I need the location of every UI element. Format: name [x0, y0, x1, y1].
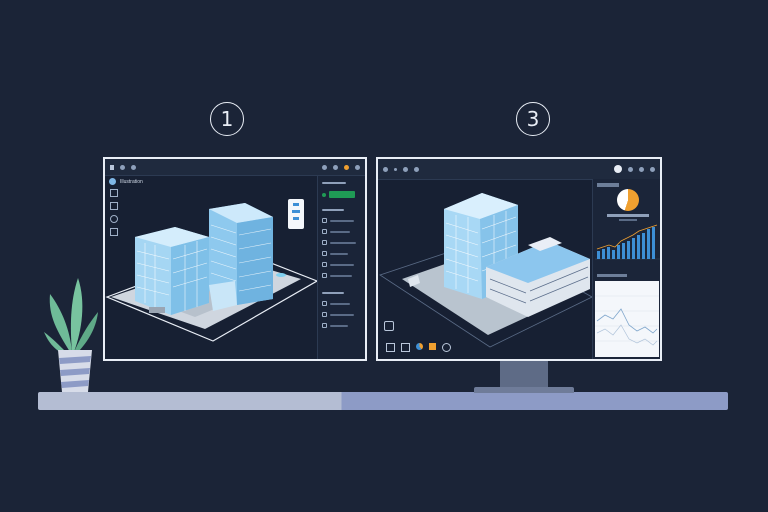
property-row[interactable] — [318, 309, 365, 320]
monitor-stand-base — [474, 387, 574, 393]
chart-legend-label — [607, 214, 649, 217]
cube-icon[interactable] — [110, 202, 118, 210]
app-logo-icon — [109, 178, 116, 185]
bar-chart-icon — [595, 224, 660, 260]
eye-icon[interactable] — [110, 215, 118, 223]
layers-icon[interactable] — [110, 189, 118, 197]
property-row[interactable] — [318, 298, 365, 309]
property-row[interactable] — [318, 259, 365, 270]
left-app-header: Illustration — [109, 178, 143, 185]
user-avatar[interactable] — [614, 165, 622, 173]
right-app-toolbar — [378, 159, 660, 180]
measure-icon[interactable] — [110, 228, 118, 236]
building-model-viewport[interactable] — [105, 179, 317, 361]
pie-chart-icon[interactable] — [416, 343, 423, 350]
menu-icon[interactable] — [120, 164, 125, 170]
property-row[interactable] — [318, 215, 365, 226]
viewer-bottom-toolbar — [384, 321, 394, 331]
notification-icon[interactable] — [639, 166, 644, 172]
property-row[interactable] — [318, 226, 365, 237]
panel-heading — [597, 183, 619, 187]
back-icon[interactable] — [110, 164, 114, 170]
home-icon[interactable] — [131, 164, 136, 170]
desk-shelf — [38, 392, 728, 410]
property-row[interactable] — [318, 248, 365, 259]
right-monitor-screen — [376, 157, 662, 361]
viewer-tool-row — [386, 343, 451, 352]
lock-icon[interactable] — [384, 321, 394, 331]
rotate-icon[interactable] — [293, 203, 299, 206]
grid-icon[interactable] — [403, 166, 408, 172]
dropdown-icon[interactable] — [394, 167, 397, 171]
share-icon[interactable] — [333, 164, 338, 170]
left-monitor-screen: Illustration — [103, 157, 367, 361]
property-row[interactable] — [318, 270, 365, 281]
settings-icon[interactable] — [322, 164, 327, 170]
left-app-toolbar — [105, 159, 365, 176]
chart-sub-label — [619, 219, 637, 221]
properties-panel — [317, 176, 365, 359]
close-icon[interactable] — [355, 164, 360, 170]
analytics-panel — [592, 179, 660, 359]
settings-icon[interactable] — [628, 166, 633, 172]
home-icon[interactable] — [383, 166, 388, 172]
property-row[interactable] — [318, 320, 365, 331]
layers-icon[interactable] — [401, 343, 410, 352]
left-app-title: Illustration — [120, 178, 143, 185]
plant-icon — [44, 278, 98, 392]
menu-icon[interactable] — [650, 166, 655, 172]
zoom-icon[interactable] — [293, 217, 299, 220]
pie-chart-icon[interactable] — [617, 189, 639, 211]
step-marker-1: 1 — [210, 102, 244, 136]
line-chart-icon[interactable] — [595, 281, 659, 357]
view-controls-popup[interactable] — [288, 199, 304, 229]
cube-icon[interactable] — [386, 343, 395, 352]
check-icon — [322, 192, 326, 197]
info-icon[interactable] — [414, 166, 419, 172]
orange-tool-icon[interactable] — [429, 343, 436, 350]
property-row[interactable] — [318, 237, 365, 248]
building-model-viewport[interactable] — [378, 179, 592, 361]
orange-tool-icon[interactable] — [344, 164, 349, 170]
chart-title-line — [597, 274, 627, 277]
step-marker-3: 3 — [516, 102, 550, 136]
left-toolbar-vertical — [110, 189, 118, 236]
pan-icon[interactable] — [292, 210, 300, 213]
target-icon[interactable] — [442, 343, 451, 352]
apply-button[interactable] — [329, 191, 355, 198]
